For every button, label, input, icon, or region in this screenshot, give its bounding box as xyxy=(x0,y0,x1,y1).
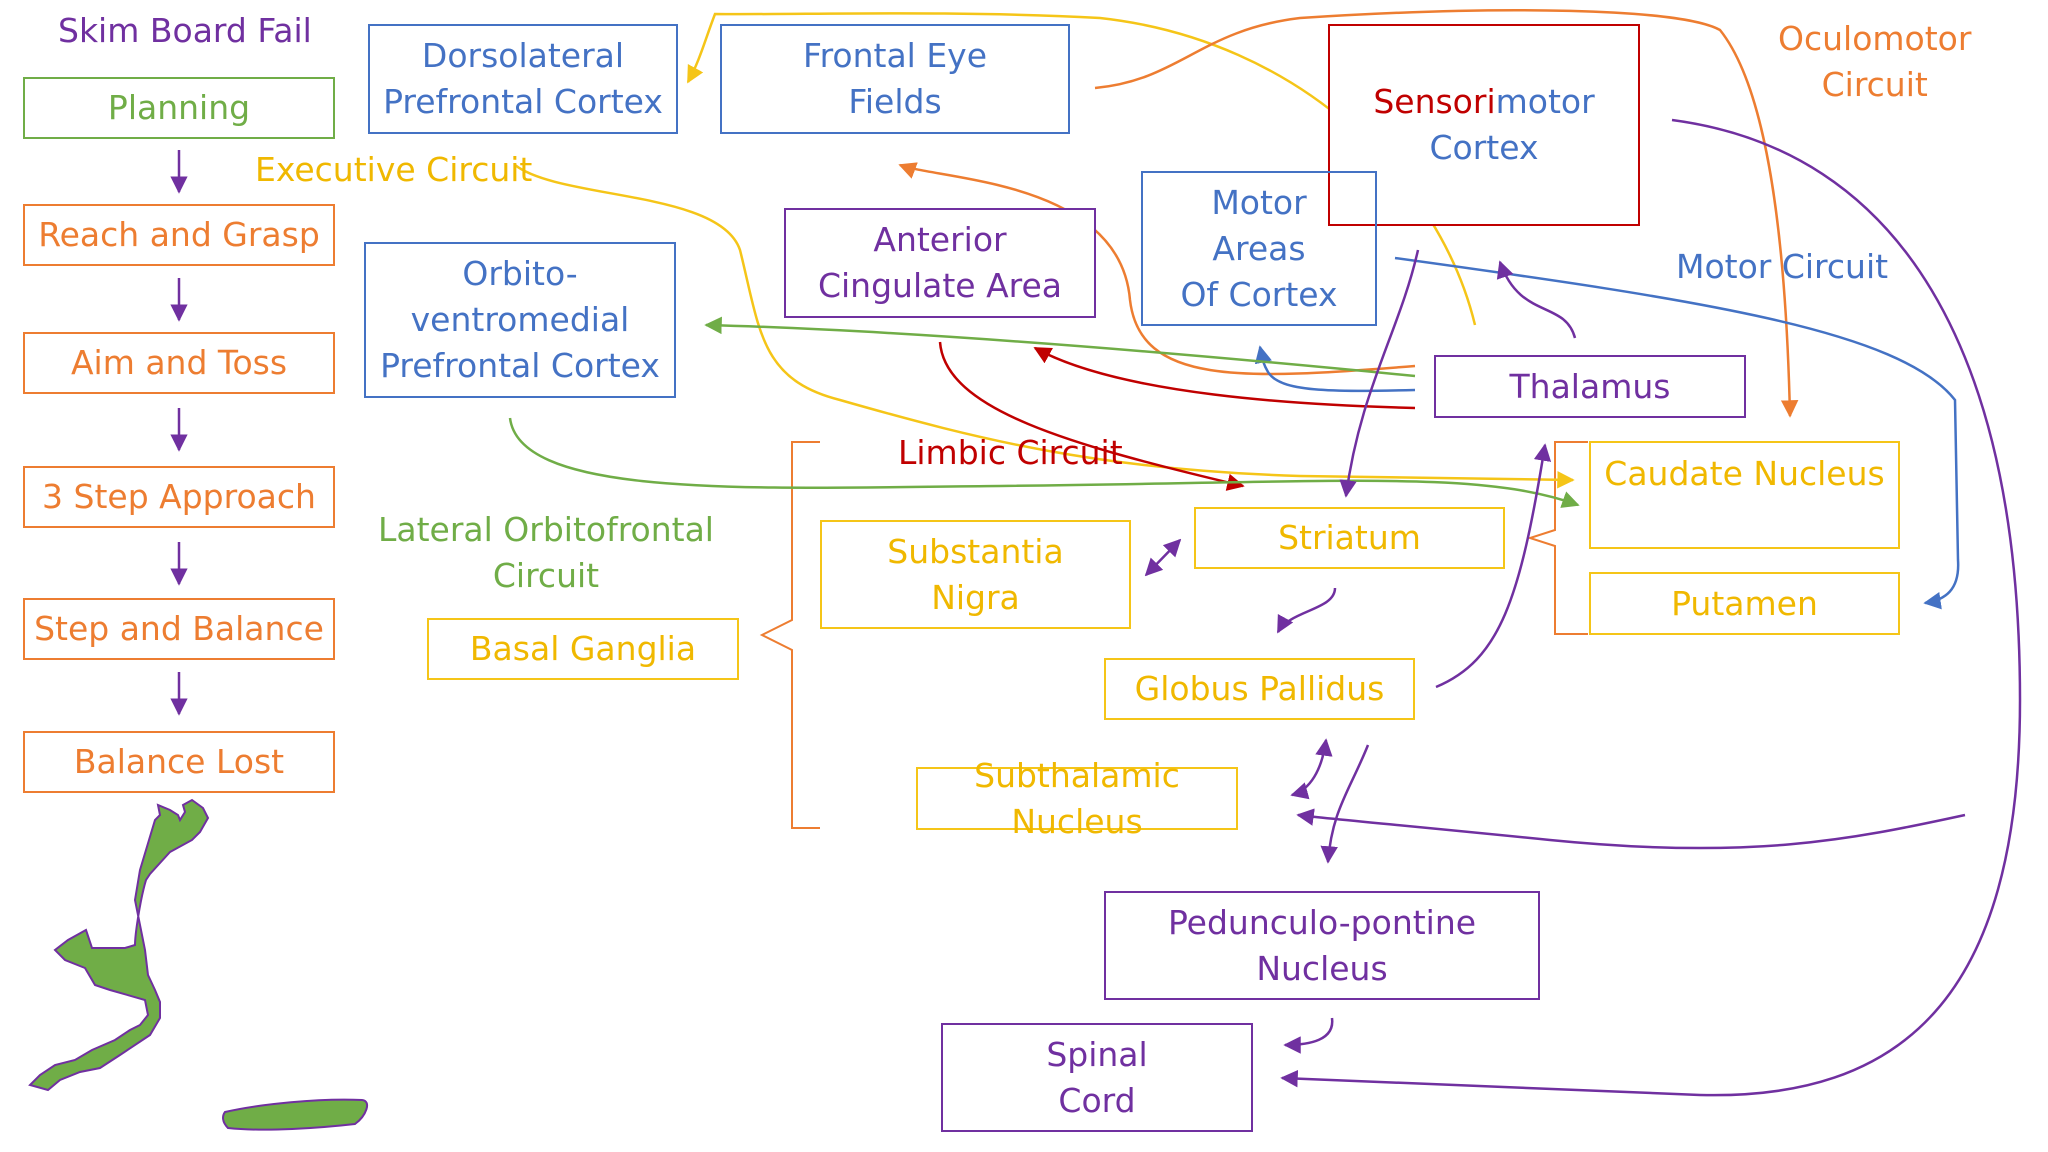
subthalamic-nucleus-box: Subthalamic Nucleus xyxy=(916,756,1238,841)
arrow-cortex-subthalamic xyxy=(1296,808,1966,850)
dlpfc-box: Dorsolateral Prefrontal Cortex xyxy=(368,24,678,134)
ovmpfc-box: Orbito- ventromedial Prefrontal Cortex xyxy=(364,242,676,398)
pedunculopontine-nucleus-box: Pedunculo-pontine Nucleus xyxy=(1104,891,1540,1000)
fef-box: Frontal Eye Fields xyxy=(720,24,1070,134)
step-balance-lost: Balance Lost xyxy=(23,731,335,793)
basal-ganglia-box: Basal Ganglia xyxy=(427,618,739,680)
arrow-pallidus-thalamus xyxy=(1435,443,1552,689)
step-step-and-balance: Step and Balance xyxy=(23,598,335,660)
falling-person-icon xyxy=(28,798,210,1092)
globus-pallidus-box: Globus Pallidus xyxy=(1104,658,1415,720)
diagram-title: Skim Board Fail xyxy=(58,11,312,50)
arrow-pallidus-subthalamic xyxy=(1290,738,1333,800)
orbitofrontal-arrow-ovmpfc xyxy=(704,316,1416,378)
step-3-step-approach: 3 Step Approach xyxy=(23,466,335,528)
sensorimotor-part-cortex: Cortex xyxy=(1429,128,1539,167)
arrow-nigra-striatum xyxy=(1144,538,1182,577)
step-reach-and-grasp: Reach and Grasp xyxy=(23,204,335,266)
step-aim-and-toss: Aim and Toss xyxy=(23,332,335,394)
motor-arrow-motor-areas xyxy=(1254,345,1416,393)
arrow-thalamus-sensorimotor xyxy=(1496,260,1577,339)
executive-circuit-label: Executive Circuit xyxy=(255,150,533,189)
arrow-ppn-spinal xyxy=(1283,1017,1334,1054)
putamen-box: Putamen xyxy=(1589,572,1900,635)
arrow-motor-areas-striatum xyxy=(1339,249,1420,498)
lateral-orbitofrontal-circuit-label: Lateral Orbitofrontal Circuit xyxy=(378,510,714,595)
limbic-arrow-striatum xyxy=(938,341,1245,491)
basal-ganglia-bracket xyxy=(759,441,820,829)
spinal-cord-box: Spinal Cord xyxy=(941,1023,1253,1132)
orbitofrontal-arrow-caudate xyxy=(508,417,1580,508)
striatum-box: Striatum xyxy=(1194,507,1505,569)
thalamus-box: Thalamus xyxy=(1434,355,1746,418)
oculomotor-arrow-fef xyxy=(898,162,1416,376)
motor-circuit-label: Motor Circuit xyxy=(1676,247,1889,286)
sensorimotor-part-motor: motor xyxy=(1495,82,1595,121)
limbic-circuit-label: Limbic Circuit xyxy=(898,433,1123,472)
motor-areas-box: Motor Areas Of Cortex xyxy=(1141,171,1377,326)
striatum-bracket xyxy=(1526,441,1588,635)
caudate-nucleus-box: Caudate Nucleus xyxy=(1589,441,1900,549)
step-planning: Planning xyxy=(23,77,335,139)
anterior-cingulate-box: Anterior Cingulate Area xyxy=(784,208,1096,318)
oculomotor-circuit-label: Oculomotor Circuit xyxy=(1778,19,1972,104)
executive-arrow-caudate xyxy=(514,164,1575,489)
skim-board-icon xyxy=(222,1098,369,1131)
substantia-nigra-box: Substantia Nigra xyxy=(820,520,1131,629)
oculomotor-arrow-caudate xyxy=(1094,9,1799,418)
arrow-striatum-pallidus xyxy=(1276,587,1337,634)
motor-arrow-putamen xyxy=(1394,256,1960,610)
limbic-arrow-acc xyxy=(1033,346,1416,410)
arrow-sensorimotor-spinal xyxy=(1280,118,2022,1097)
arrow-pallidus-ppn xyxy=(1320,744,1370,864)
sensorimotor-part-sensori: Sensori xyxy=(1373,82,1496,121)
sensorimotor-cortex-box: Sensorimotor Cortex xyxy=(1328,24,1640,226)
